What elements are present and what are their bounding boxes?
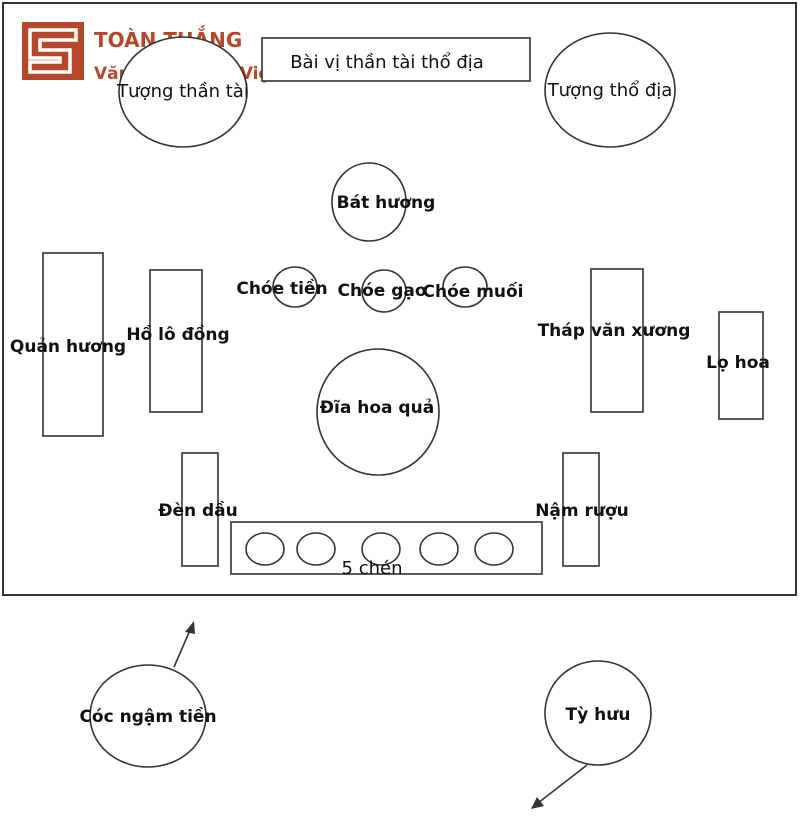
- money-toad-arrow-head-icon: [185, 621, 195, 634]
- pixiu-arrow-head-icon: [531, 797, 544, 809]
- ancestral-tablet-label: Bài vị thần tài thổ địa: [290, 52, 484, 73]
- cup-circle: [474, 532, 514, 566]
- cup-circle: [361, 532, 401, 566]
- logo-meander-icon: [28, 28, 78, 74]
- rice-jar-circle: [361, 269, 407, 313]
- incense-bowl-label: Bát hương: [337, 193, 436, 213]
- pixiu-label: Tỳ hưu: [566, 705, 631, 725]
- wine-bottle-label: Nậm rượu: [535, 501, 629, 521]
- money-toad-label: Cóc ngậm tiền: [79, 706, 216, 727]
- literature-tower-label: Tháp văn xương: [538, 321, 691, 341]
- ancestral-tablet-box: [261, 37, 531, 82]
- cup-circle: [245, 532, 285, 566]
- pixiu-circle: [544, 660, 652, 766]
- fruit-plate-label: Đĩa hoa quả: [320, 398, 434, 418]
- altar-table-outline: [2, 2, 797, 596]
- cup-tray-label: 5 chén: [342, 558, 403, 579]
- salt-jar-label: Chóe muối: [422, 281, 523, 302]
- incense-holder-label: Quản hương: [10, 337, 126, 357]
- money-toad-circle: [89, 664, 207, 768]
- brass-gourd-box: [149, 269, 203, 413]
- salt-jar-circle: [442, 266, 488, 308]
- flower-vase-label: Lọ hoa: [706, 353, 770, 373]
- fruit-plate-circle: [316, 348, 440, 476]
- earth-god-statue-label: Tượng thổ địa: [547, 80, 673, 101]
- flower-vase-box: [718, 311, 764, 420]
- literature-tower-box: [590, 268, 644, 413]
- money-jar-circle: [272, 266, 318, 308]
- earth-god-statue-circle: [544, 32, 676, 148]
- pixiu-arrow: [537, 764, 588, 804]
- brass-gourd-label: Hồ lô đồng: [126, 324, 229, 345]
- wine-bottle-box: [562, 452, 600, 567]
- incense-bowl-circle: [331, 162, 407, 242]
- wealth-god-statue-label: Tượng thần tài: [116, 81, 249, 102]
- money-toad-arrow: [173, 627, 192, 668]
- money-jar-label: Chóe tiền: [236, 278, 327, 299]
- incense-holder-box: [42, 252, 104, 437]
- oil-lamp-label: Đèn dầu: [158, 500, 238, 521]
- oil-lamp-box: [181, 452, 219, 567]
- rice-jar-label: Chóe gạo: [337, 281, 426, 301]
- cup-circle: [296, 532, 336, 566]
- cup-circle: [419, 532, 459, 566]
- wealth-god-statue-circle: [118, 36, 248, 148]
